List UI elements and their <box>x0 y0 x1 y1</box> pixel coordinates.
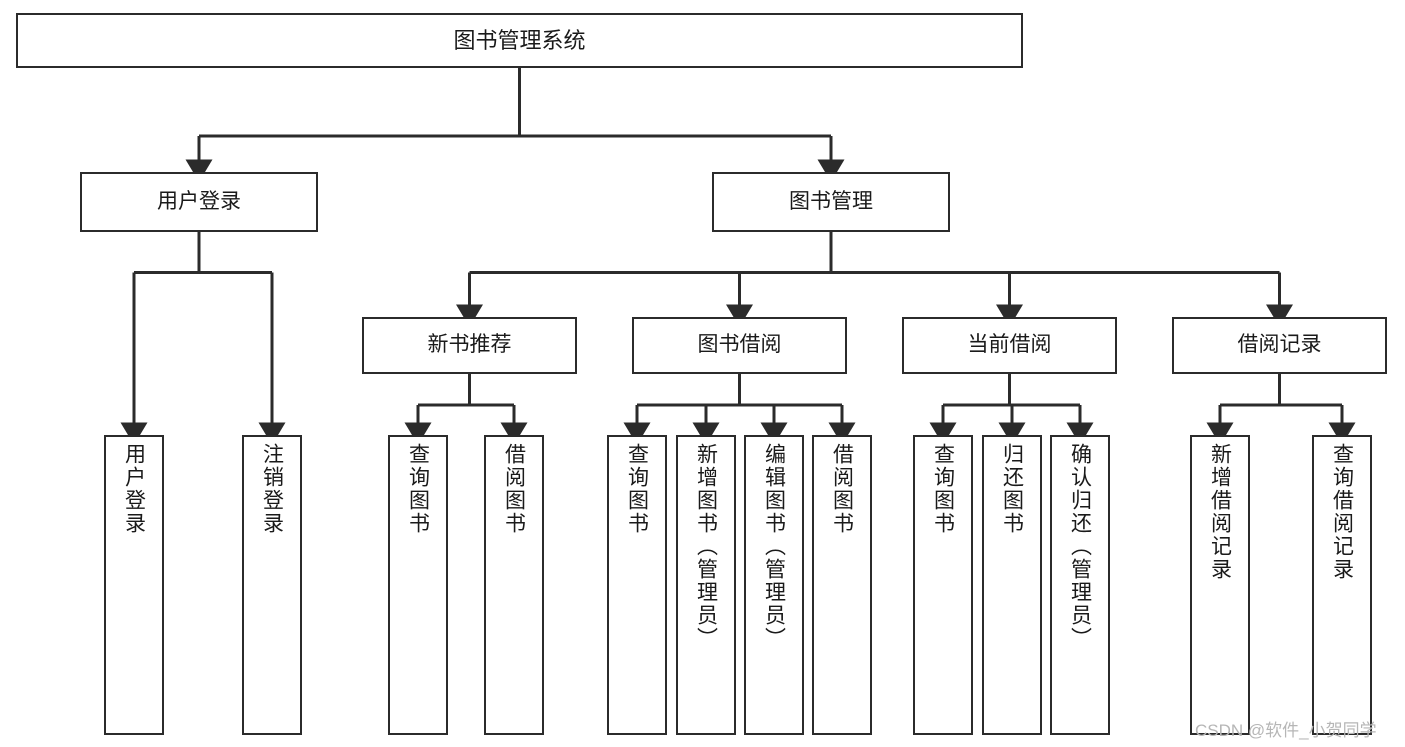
node-root[interactable]: 图书管理系统 <box>16 13 1023 68</box>
node-leaf-user-login-label: 用户登录 <box>122 443 146 535</box>
node-user-login-label: 用户登录 <box>157 189 241 213</box>
node-borrow-record[interactable]: 借阅记录 <box>1172 317 1387 374</box>
node-leaf-query-record-label: 查询借阅记录 <box>1330 443 1354 581</box>
node-leaf-edit-book-label: 编辑图书（管理员） <box>762 443 786 650</box>
node-leaf-query-book-3-label: 查询图书 <box>931 443 955 535</box>
node-leaf-user-logout-label: 注销登录 <box>260 443 284 535</box>
node-leaf-borrow-book-2-label: 借阅图书 <box>830 443 854 535</box>
node-new-book-rec-label: 新书推荐 <box>427 333 512 357</box>
node-leaf-return-book[interactable]: 归还图书 <box>982 435 1042 735</box>
node-borrow-record-label: 借阅记录 <box>1237 333 1322 357</box>
node-new-book-rec[interactable]: 新书推荐 <box>362 317 577 374</box>
node-book-manage[interactable]: 图书管理 <box>712 172 950 232</box>
node-leaf-user-logout[interactable]: 注销登录 <box>242 435 302 735</box>
node-root-label: 图书管理系统 <box>453 27 586 53</box>
node-current-borrow-label: 当前借阅 <box>967 333 1052 357</box>
node-current-borrow[interactable]: 当前借阅 <box>902 317 1117 374</box>
node-leaf-borrow-book-2[interactable]: 借阅图书 <box>812 435 872 735</box>
node-book-borrow[interactable]: 图书借阅 <box>632 317 847 374</box>
node-leaf-query-book-1[interactable]: 查询图书 <box>388 435 448 735</box>
node-leaf-add-record[interactable]: 新增借阅记录 <box>1190 435 1250 735</box>
node-book-borrow-label: 图书借阅 <box>697 333 782 357</box>
node-leaf-query-book-1-label: 查询图书 <box>406 443 430 535</box>
node-leaf-edit-book[interactable]: 编辑图书（管理员） <box>744 435 804 735</box>
node-leaf-query-book-3[interactable]: 查询图书 <box>913 435 973 735</box>
node-leaf-confirm-return-label: 确认归还（管理员） <box>1068 443 1092 650</box>
node-leaf-return-book-label: 归还图书 <box>1000 443 1024 535</box>
node-book-manage-label: 图书管理 <box>789 189 873 213</box>
watermark-text: CSDN @软件_小贺同学 <box>1195 721 1377 740</box>
node-leaf-query-record[interactable]: 查询借阅记录 <box>1312 435 1372 735</box>
node-leaf-confirm-return[interactable]: 确认归还（管理员） <box>1050 435 1110 735</box>
node-leaf-add-record-label: 新增借阅记录 <box>1208 443 1232 581</box>
node-leaf-user-login[interactable]: 用户登录 <box>104 435 164 735</box>
node-leaf-query-book-2[interactable]: 查询图书 <box>607 435 667 735</box>
node-leaf-query-book-2-label: 查询图书 <box>625 443 649 535</box>
node-leaf-borrow-book-1-label: 借阅图书 <box>502 443 526 535</box>
node-leaf-add-book-label: 新增图书（管理员） <box>694 443 718 650</box>
node-leaf-borrow-book-1[interactable]: 借阅图书 <box>484 435 544 735</box>
node-user-login[interactable]: 用户登录 <box>80 172 318 232</box>
node-leaf-add-book[interactable]: 新增图书（管理员） <box>676 435 736 735</box>
